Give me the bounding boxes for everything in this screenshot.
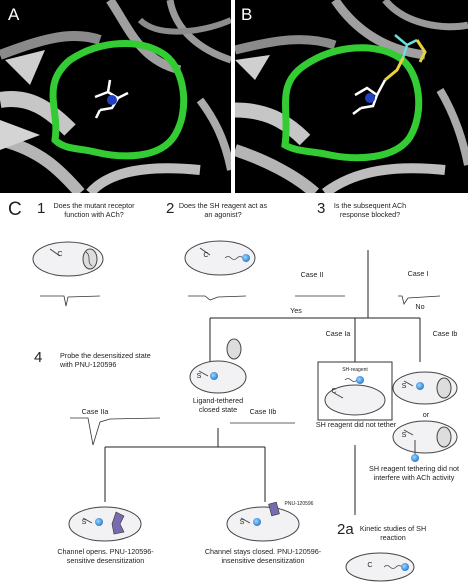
panel-a-label: A bbox=[8, 5, 20, 24]
cell-case-ib-alt bbox=[392, 420, 458, 462]
step4-instruction: Probe the desensitized state with PNU-12… bbox=[60, 351, 151, 369]
flowchart-c bbox=[32, 240, 458, 582]
case-i-label: Case I bbox=[407, 269, 429, 278]
channel-opens-label: Channel opens. PNU-120596-sensitive dese… bbox=[57, 547, 154, 565]
did-not-tether-label: SH reagent did not tether bbox=[315, 420, 397, 429]
s-letter-iib: S bbox=[239, 517, 245, 526]
step2a-text: Kinetic studies of SH reaction bbox=[359, 524, 427, 542]
case-iia-label: Case IIa bbox=[81, 407, 109, 416]
s-letter-iia: S bbox=[81, 517, 87, 526]
case-ib-label: Case Ib bbox=[432, 329, 458, 338]
step2-number: 2 bbox=[166, 200, 175, 217]
step3-number: 3 bbox=[317, 200, 326, 217]
ligand-tethered-label: Ligand-tethered closed state bbox=[192, 396, 244, 414]
c-letter-ia: C bbox=[331, 386, 337, 395]
tree-lines bbox=[104, 250, 421, 515]
panel-c-label: C bbox=[8, 199, 22, 220]
cell-step1 bbox=[32, 241, 104, 277]
step1-question: Does the mutant receptor function with A… bbox=[53, 201, 135, 219]
step2a-number: 2a bbox=[337, 521, 354, 538]
cell-step2 bbox=[184, 240, 256, 276]
c-letter-step2a: C bbox=[367, 560, 373, 569]
or-label: or bbox=[422, 410, 430, 419]
channel-closed-label: Channel stays closed. PNU-120596-insensi… bbox=[204, 547, 322, 565]
case-ii-label: Case II bbox=[300, 270, 324, 279]
yes-label: Yes bbox=[290, 306, 302, 315]
cell-case-ia bbox=[317, 361, 393, 421]
cell-ligand-tethered bbox=[189, 338, 247, 394]
cell-case-iia bbox=[68, 506, 142, 542]
case-ia-label: Case Ia bbox=[325, 329, 351, 338]
step3-question: Is the subsequent ACh response blocked? bbox=[333, 201, 407, 219]
c-letter-step1: C bbox=[57, 249, 63, 258]
cell-step-2a bbox=[345, 552, 415, 582]
tether-no-interfere-label: SH reagent tethering did not interfere w… bbox=[369, 464, 459, 482]
pnu-label: PNU-120596 bbox=[284, 501, 314, 507]
s-letter-ib: S bbox=[401, 381, 407, 390]
case-iib-label: Case IIb bbox=[249, 407, 277, 416]
step1-number: 1 bbox=[37, 200, 46, 217]
cell-case-ib bbox=[392, 371, 458, 405]
c-letter-step2: C bbox=[203, 250, 209, 259]
step2-question: Does the SH reagent act as an agonist? bbox=[178, 201, 268, 219]
s-letter-ib-alt: S bbox=[401, 430, 407, 439]
sh-reagent-label: SH-reagent bbox=[342, 367, 368, 373]
s-letter-tethered: S bbox=[196, 371, 202, 380]
cell-case-iib bbox=[226, 501, 300, 542]
panel-b-structure: B bbox=[235, 0, 468, 193]
panel-b-label: B bbox=[241, 5, 253, 24]
current-traces bbox=[40, 295, 441, 446]
no-label: No bbox=[415, 302, 425, 311]
step4-number: 4 bbox=[34, 349, 43, 366]
panel-a-structure: A bbox=[0, 0, 231, 193]
